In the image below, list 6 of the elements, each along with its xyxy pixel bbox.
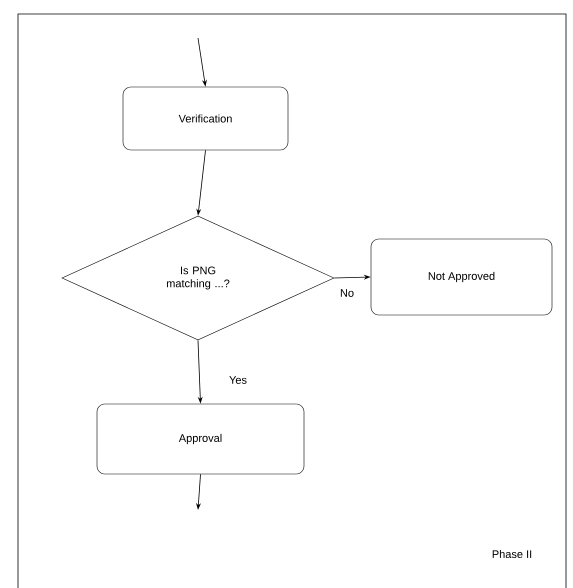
edge-label: No — [338, 288, 356, 298]
process-box: Verification — [122, 86, 288, 150]
phase-label: Phase II — [492, 550, 532, 558]
process-box: Not Approved — [370, 238, 552, 316]
process-box: Approval — [96, 404, 304, 474]
edge-label: Yes — [228, 375, 248, 385]
